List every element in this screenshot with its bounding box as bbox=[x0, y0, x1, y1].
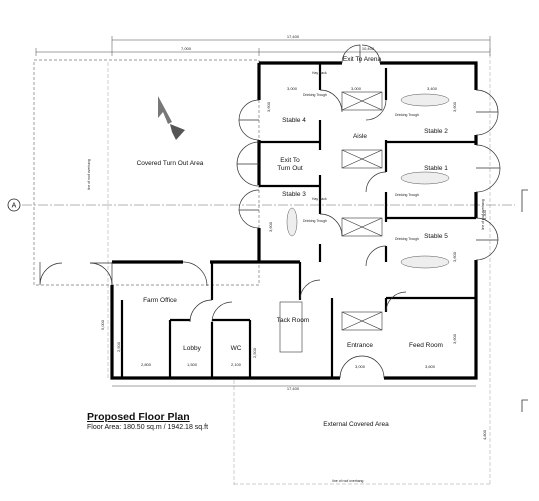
dim-right-height: 3,300 bbox=[482, 209, 487, 220]
dim-feed-width: 3,600 bbox=[425, 364, 436, 369]
room-exit-arena: Exit To Arena bbox=[343, 56, 382, 63]
hay-racks bbox=[279, 91, 383, 353]
floor-area-text: Floor Area: 180.50 sq.m / 1942.18 sq.ft bbox=[87, 424, 209, 431]
hay-rack-label: Hay Rack bbox=[312, 197, 327, 201]
room-aisle: Aisle bbox=[353, 133, 367, 140]
drinking-trough-label: Drinking Trough bbox=[395, 193, 419, 197]
hay-rack-label: Hay Rack bbox=[312, 71, 327, 75]
room-covered-turn-out: Covered Turn Out Area bbox=[137, 160, 204, 167]
north-arrow-icon bbox=[158, 96, 185, 140]
room-exit-turn-out-line2: Turn Out bbox=[277, 165, 303, 172]
drinking-trough-label: Drinking Trough bbox=[303, 219, 327, 223]
drinking-trough-label: Drinking Trough bbox=[303, 93, 327, 97]
dim-top-overall: 17,400 bbox=[287, 34, 300, 39]
door-swings bbox=[39, 44, 501, 379]
dim-lobby-width: 1,500 bbox=[187, 362, 198, 367]
dim-aisle-width: 3,000 bbox=[351, 86, 362, 91]
dim-left-height: 5,000 bbox=[100, 319, 105, 330]
dim-stable4-width: 3,000 bbox=[287, 86, 298, 91]
roof-overhang-label: line of roof overhang bbox=[87, 159, 91, 190]
dim-stable5-height: 3,600 bbox=[452, 251, 457, 262]
room-external-covered: External Covered Area bbox=[323, 421, 389, 428]
room-stable-3: Stable 3 bbox=[282, 191, 306, 198]
room-feed-room: Feed Room bbox=[409, 342, 443, 349]
grid-marker-label: A bbox=[12, 203, 17, 210]
dim-top-right: 10,400 bbox=[362, 46, 375, 51]
outer-walls bbox=[110, 61, 478, 380]
dim-external-height: 4,800 bbox=[482, 429, 487, 440]
dim-wc-height: 2,500 bbox=[252, 347, 257, 358]
dim-bottom-overall: 17,400 bbox=[287, 386, 300, 391]
internal-walls bbox=[120, 63, 476, 378]
room-stable-4: Stable 4 bbox=[282, 117, 306, 124]
room-tack-room: Tack Room bbox=[277, 317, 310, 324]
room-entrance: Entrance bbox=[347, 342, 373, 349]
dim-top-left: 7,000 bbox=[181, 46, 192, 51]
dim-stable4-height: 3,600 bbox=[266, 101, 271, 112]
dim-office-height: 2,500 bbox=[116, 341, 121, 352]
room-exit-turn-out-line1: Exit To bbox=[280, 157, 300, 164]
plan-title: Proposed Floor Plan bbox=[87, 411, 190, 423]
room-wc: WC bbox=[231, 345, 242, 352]
room-stable-5: Stable 5 bbox=[424, 233, 448, 240]
grid-marker bbox=[7, 198, 21, 212]
dim-stable2-width: 3,400 bbox=[427, 86, 438, 91]
room-stable-2: Stable 2 bbox=[424, 128, 448, 135]
room-farm-office: Farm Office bbox=[143, 297, 177, 304]
roof-overhang-label: line of roof overhang bbox=[481, 199, 485, 230]
drinking-trough-label: Drinking Trough bbox=[395, 113, 419, 117]
dim-stable3-height: 3,600 bbox=[268, 221, 273, 232]
section-marks bbox=[521, 189, 528, 412]
dim-office-width: 2,800 bbox=[141, 362, 152, 367]
horse-sketches bbox=[286, 93, 450, 269]
room-stable-1: Stable 1 bbox=[424, 165, 448, 172]
dim-wc-width: 2,100 bbox=[231, 362, 242, 367]
roof-overhang-label: line of roof overhang bbox=[333, 479, 364, 483]
covered-turn-out-outline bbox=[33, 59, 260, 286]
dim-stable2-height: 3,600 bbox=[452, 101, 457, 112]
dim-entrance-width: 3,000 bbox=[355, 364, 366, 369]
dim-feed-height: 3,600 bbox=[452, 333, 457, 344]
drinking-trough-label: Drinking Trough bbox=[395, 237, 419, 241]
room-lobby: Lobby bbox=[183, 345, 201, 352]
